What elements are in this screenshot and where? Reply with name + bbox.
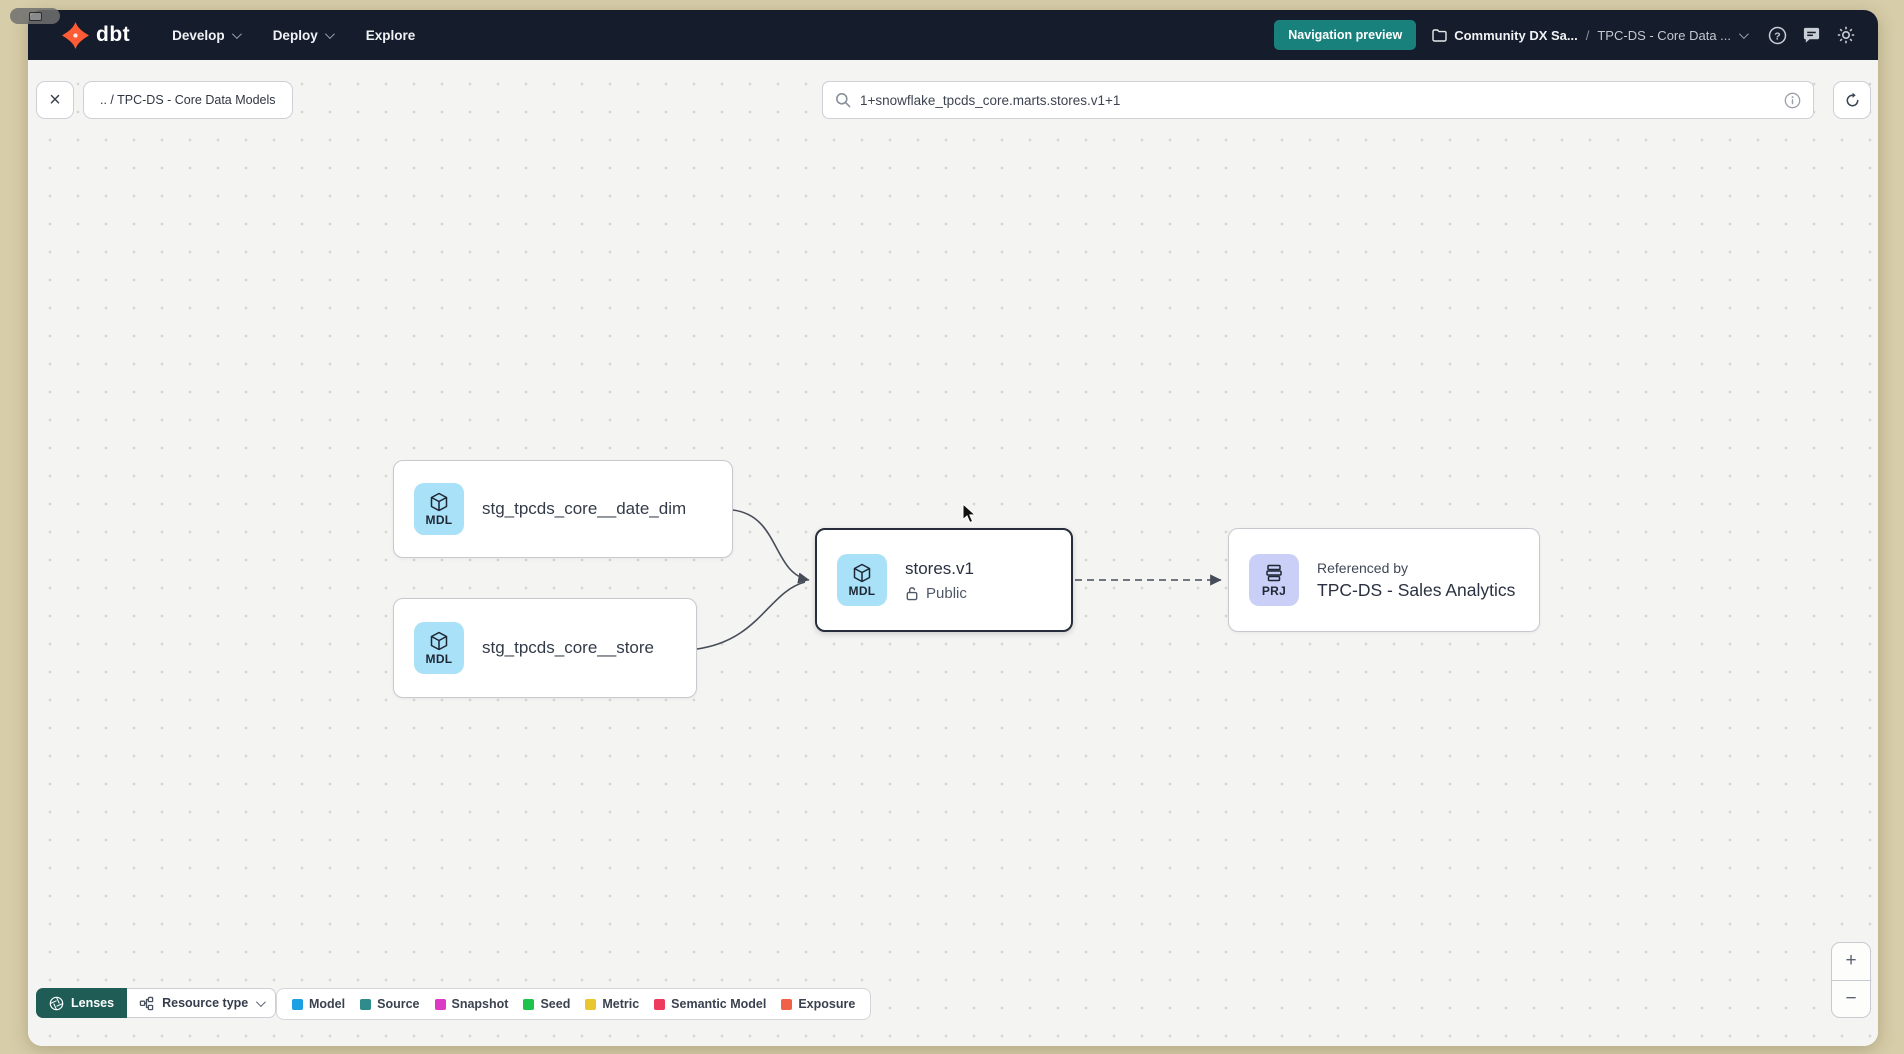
legend-item-metric: Metric — [585, 997, 639, 1011]
legend-item-snapshot: Snapshot — [434, 997, 508, 1011]
node-text-block: stores.v1 Public — [905, 559, 974, 602]
node-label: stores.v1 — [905, 558, 974, 578]
chevron-down-icon — [324, 28, 335, 39]
lens-aperture-icon — [49, 996, 64, 1010]
svg-text:?: ? — [1774, 31, 1780, 42]
legend-swatch — [292, 998, 303, 1010]
selector-search-input[interactable] — [860, 92, 1775, 108]
legend-item-source: Source — [360, 997, 420, 1011]
cube-icon — [430, 631, 448, 650]
account-selector[interactable]: Community DX Sa... — [1432, 28, 1578, 43]
node-stg-tpcds-core-store[interactable]: MDL stg_tpcds_core__store — [393, 598, 697, 698]
project-breadcrumb: Community DX Sa... / TPC-DS - Core Data … — [1432, 27, 1749, 43]
node-label: TPC-DS - Sales Analytics — [1317, 579, 1516, 600]
divider — [1832, 979, 1870, 981]
cube-icon — [853, 563, 871, 582]
resource-type-dropdown[interactable]: Resource type — [127, 988, 277, 1018]
project-badge: PRJ — [1249, 554, 1299, 606]
lineage-breadcrumb-pill[interactable]: .. / TPC-DS - Core Data Models — [83, 81, 293, 119]
access-row: Public — [905, 585, 974, 602]
search-icon — [836, 93, 851, 108]
legend-swatch — [585, 998, 597, 1010]
node-label: stg_tpcds_core__date_dim — [482, 499, 687, 518]
cube-icon — [430, 492, 448, 511]
folder-icon — [1432, 28, 1447, 42]
unlock-icon — [906, 586, 918, 600]
feedback-icon[interactable] — [1802, 26, 1821, 45]
model-badge: MDL — [414, 483, 464, 535]
mouse-cursor — [962, 503, 977, 524]
chevron-down-icon — [231, 28, 242, 39]
close-lineage-button[interactable]: × — [36, 81, 74, 119]
chevron-down-icon — [256, 996, 267, 1007]
legend-item-model: Model — [292, 997, 345, 1011]
legend-swatch — [781, 998, 793, 1010]
screen-share-pill — [10, 8, 60, 24]
lenses-button[interactable]: Lenses — [36, 988, 128, 1018]
legend-swatch — [360, 998, 372, 1010]
zoom-out-button[interactable]: − — [1832, 981, 1870, 1018]
help-icon[interactable]: ? — [1768, 26, 1787, 45]
resource-graph-icon — [139, 996, 154, 1010]
legend-swatch — [434, 998, 446, 1010]
chevron-down-icon[interactable] — [1738, 28, 1749, 39]
navbar-right: Navigation preview Community DX Sa... / … — [1274, 20, 1856, 50]
archive-stack-icon — [1266, 564, 1282, 581]
zoom-controls: + − — [1831, 942, 1871, 1018]
legend-item-exposure: Exposure — [781, 997, 855, 1011]
project-selector[interactable]: TPC-DS - Core Data ... — [1597, 27, 1731, 43]
node-text-block: Referenced by TPC-DS - Sales Analytics — [1317, 560, 1515, 601]
dbt-logo[interactable]: dbt — [62, 21, 131, 49]
node-tpcds-sales-analytics[interactable]: PRJ Referenced by TPC-DS - Sales Analyti… — [1228, 528, 1540, 632]
settings-gear-icon[interactable] — [1836, 25, 1856, 45]
app-window: dbt Develop Deploy Explore Navigation pr… — [28, 10, 1878, 1046]
model-badge: MDL — [414, 622, 464, 674]
lineage-canvas[interactable]: × .. / TPC-DS - Core Data Models — [28, 60, 1878, 1046]
nav-item-develop[interactable]: Develop — [172, 28, 242, 43]
refresh-icon — [1846, 92, 1858, 106]
access-label: Public — [926, 584, 967, 602]
nav-item-explore[interactable]: Explore — [365, 27, 416, 43]
navbar-icons: ? — [1768, 25, 1856, 45]
lens-controls: Lenses Resource type — [36, 988, 277, 1018]
referenced-by-label: Referenced by — [1317, 559, 1409, 576]
monitor-icon — [28, 11, 42, 21]
top-navbar: dbt Develop Deploy Explore Navigation pr… — [28, 10, 1878, 60]
lineage-search-box[interactable] — [822, 81, 1814, 119]
resource-type-legend: Model Source Snapshot Seed Metric Semant… — [276, 988, 872, 1020]
legend-item-semantic-model: Semantic Model — [654, 997, 766, 1011]
info-icon[interactable] — [1784, 92, 1801, 109]
node-stores-v1[interactable]: MDL stores.v1 Public — [815, 528, 1073, 632]
node-stg-tpcds-core-date-dim[interactable]: MDL stg_tpcds_core__date_dim — [393, 460, 733, 558]
model-badge: MDL — [837, 554, 887, 606]
nav-item-deploy[interactable]: Deploy — [273, 28, 335, 43]
dbt-logo-icon — [62, 21, 89, 49]
legend-item-seed: Seed — [523, 997, 570, 1011]
breadcrumb-separator: / — [1585, 27, 1590, 43]
node-label: stg_tpcds_core__store — [482, 638, 654, 657]
dbt-logo-text: dbt — [96, 23, 131, 46]
main-nav: Develop Deploy Explore — [172, 28, 415, 43]
legend-swatch — [523, 998, 535, 1010]
refresh-lineage-button[interactable] — [1833, 81, 1871, 119]
zoom-in-button[interactable]: + — [1832, 943, 1870, 980]
navigation-preview-button[interactable]: Navigation preview — [1274, 20, 1417, 50]
legend-swatch — [654, 998, 666, 1010]
